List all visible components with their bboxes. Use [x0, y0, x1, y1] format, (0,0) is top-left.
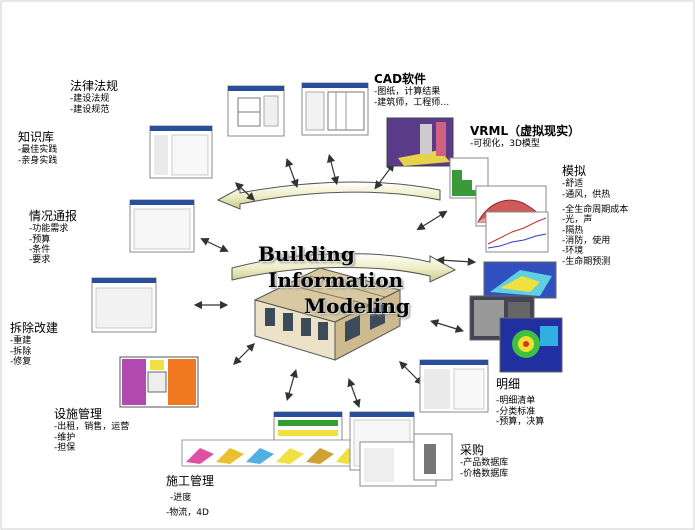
node-brief-item: -要求: [29, 255, 51, 266]
node-vrml-title: VRML（虚拟现实）: [470, 124, 581, 138]
node-simulation-item: -通风，供热: [562, 189, 611, 200]
node-facility-item: -维护: [54, 432, 76, 443]
center-title-line1: Building: [258, 242, 355, 266]
node-demolition-item: -重建: [10, 336, 32, 347]
node-simulation-item: -生命期预测: [562, 256, 611, 267]
node-law-item: -建设法规: [70, 94, 110, 105]
thumb-vrml: [386, 117, 454, 167]
node-simulation: 模拟 -舒适 -通风，供热 -全生命周期成本 -光，声 -隔热 -消防，使用 -…: [562, 161, 628, 267]
node-construction-title: 施工管理: [166, 474, 215, 488]
node-procurement: 采购 -产品数据库 -价格数据库: [460, 440, 508, 479]
cycle-arrow-lower: [231, 253, 457, 283]
node-simulation-item: -环境: [562, 246, 584, 257]
node-brief-title: 情况通报: [29, 209, 78, 223]
thumb-law: [227, 85, 285, 137]
node-construction-item: -物流，4D: [166, 507, 209, 518]
node-simulation-item: -全生命周期成本: [562, 205, 629, 216]
node-cad-item: -建筑师，工程师…: [374, 97, 450, 108]
node-brief: 情况通报 -功能需求 -预算 -条件 -要求: [29, 206, 77, 266]
node-simulation-item: -隔热: [562, 225, 584, 236]
node-procurement-item: -产品数据库: [460, 458, 509, 469]
connector-arrows: [193, 153, 477, 408]
node-law-item: -建设规范: [70, 104, 110, 115]
node-demolition-item: -拆除: [10, 346, 32, 357]
node-knowledge-item: -最佳实践: [18, 145, 58, 156]
node-knowledge: 知识库 -最佳实践 -亲身实践: [18, 127, 57, 166]
node-procurement-title: 采购: [460, 443, 485, 457]
thumb-floorplan: [119, 356, 199, 408]
node-detail-item: -分类标准: [496, 406, 536, 417]
node-detail-item: -明细清单: [496, 396, 536, 407]
node-knowledge-item: -亲身实践: [18, 155, 58, 166]
thumb-brief: [129, 199, 195, 253]
node-facility: 设施管理 -出租，销售，运营 -维护 -担保: [54, 404, 129, 453]
node-detail-item: -预算，决算: [496, 417, 545, 428]
node-law-title: 法律法规: [70, 79, 119, 93]
thumb-cad: [301, 82, 369, 136]
node-demolition-item: -修复: [10, 357, 32, 368]
building-model: [253, 267, 402, 361]
node-brief-item: -预算: [29, 234, 51, 245]
thumb-construction: [181, 411, 363, 467]
node-construction-item: -进度: [170, 493, 192, 504]
thumb-knowledge: [149, 125, 213, 179]
node-law: 法律法规 -建设法规 -建设规范: [70, 76, 118, 115]
node-detail: 明细 -明细清单 -分类标准 -预算，决算: [496, 374, 544, 427]
node-simulation-item: -光，声: [562, 215, 593, 226]
thumb-demolition: [91, 277, 157, 333]
node-cad: CAD软件 -图纸，计算结果 -建筑师，工程师…: [374, 69, 449, 108]
center-title-line2: Information: [268, 268, 404, 292]
thumb-render: [469, 295, 563, 373]
node-facility-item: -担保: [54, 443, 76, 454]
node-simulation-item: -消防，使用: [562, 236, 611, 247]
thumb-procurement: [349, 411, 453, 487]
node-cad-title: CAD软件: [374, 72, 427, 86]
node-demolition: 拆除改建 -重建 -拆除 -修复: [10, 318, 58, 367]
node-simulation-item: -舒适: [562, 179, 584, 190]
node-facility-title: 设施管理: [54, 407, 103, 421]
node-vrml-item: -可视化，3D模型: [470, 139, 540, 150]
cycle-arrow-upper: [216, 181, 441, 210]
node-demolition-title: 拆除改建: [10, 321, 59, 335]
center-title-line3: Modeling: [304, 294, 410, 318]
node-simulation-title: 模拟: [562, 164, 587, 178]
node-brief-item: -条件: [29, 245, 51, 256]
node-detail-title: 明细: [496, 377, 521, 391]
thumb-detail: [419, 359, 489, 413]
node-knowledge-title: 知识库: [18, 130, 55, 144]
node-cad-item: -图纸，计算结果: [374, 87, 441, 98]
node-construction: 施工管理 -进度 -物流，4D: [166, 471, 214, 518]
thumb-simulation: [449, 157, 557, 299]
node-procurement-item: -价格数据库: [460, 468, 509, 479]
node-vrml: VRML（虚拟现实） -可视化，3D模型: [470, 121, 580, 150]
node-facility-item: -出租，销售，运营: [54, 422, 130, 433]
node-brief-item: -功能需求: [29, 224, 69, 235]
